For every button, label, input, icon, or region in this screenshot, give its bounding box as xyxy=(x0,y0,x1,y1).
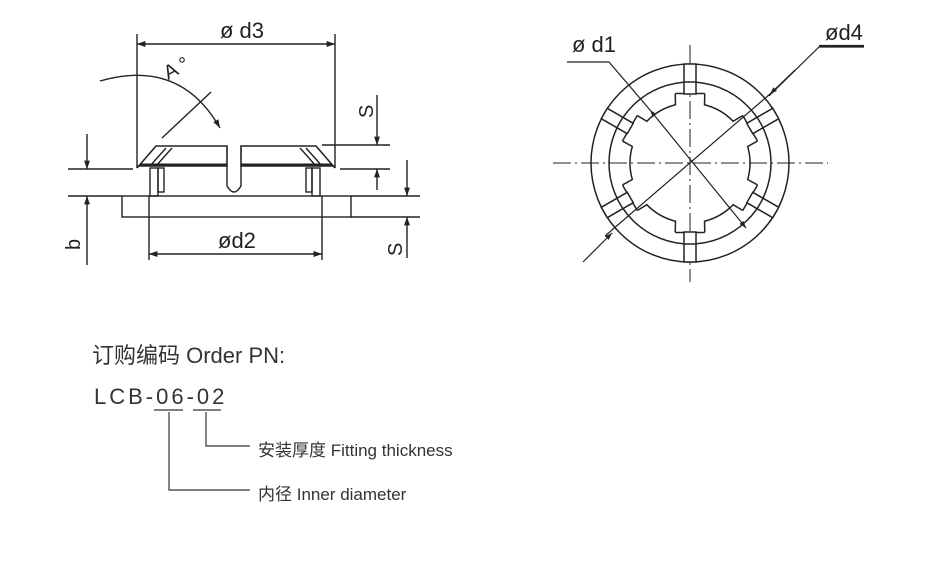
snap-tab xyxy=(600,107,635,135)
d1-leader xyxy=(567,61,651,111)
d4-arrow-bottom xyxy=(582,232,613,263)
b-label: b xyxy=(63,239,85,250)
pin-left xyxy=(157,167,165,193)
legend-inner-diameter: 内径 Inner diameter xyxy=(258,485,407,504)
tab-slot xyxy=(683,63,697,95)
connector-inner-diameter xyxy=(168,412,250,491)
snap-tab xyxy=(745,107,780,135)
d3-label: ø d3 xyxy=(220,18,264,43)
tab-divider xyxy=(616,197,624,210)
snap-tab xyxy=(683,63,697,95)
tab-divider xyxy=(756,116,764,129)
chamfer-line xyxy=(305,147,323,167)
pin-right xyxy=(305,167,313,193)
tab-divider xyxy=(756,197,764,210)
connector-fitting-thickness xyxy=(205,412,250,447)
d4-label: ød4 xyxy=(825,20,863,45)
legend-fitting-thickness: 安装厚度 Fitting thickness xyxy=(258,441,453,460)
tab-slot xyxy=(745,107,780,135)
tab-slot xyxy=(600,107,635,135)
top-view xyxy=(553,44,864,282)
angle-arc xyxy=(99,74,221,129)
tab-slot xyxy=(745,191,780,219)
side-view xyxy=(68,34,420,265)
snap-tab xyxy=(745,191,780,219)
d2-label: ød2 xyxy=(218,228,256,253)
snap-tab xyxy=(600,191,635,219)
snap-tab xyxy=(683,231,697,263)
leg-right xyxy=(311,167,321,197)
chamfer-line xyxy=(155,147,173,167)
order-pn-code: LCB-06-02 xyxy=(94,384,228,409)
d1-dim-line xyxy=(649,109,747,229)
s-top-label: S xyxy=(356,105,378,118)
tab-divider xyxy=(616,116,624,129)
tab-slot xyxy=(683,231,697,263)
d4-leader xyxy=(768,46,864,97)
panel-plate xyxy=(121,195,352,218)
chamfer-line xyxy=(299,147,317,167)
center-slot xyxy=(226,166,242,193)
leg-left xyxy=(149,167,159,197)
d4-dim-line xyxy=(604,93,771,237)
s-bottom-label: S xyxy=(385,243,407,256)
d1-label: ø d1 xyxy=(572,32,616,57)
tab-slot xyxy=(600,191,635,219)
angle-leader xyxy=(161,91,212,139)
order-pn-title: 订购编码 Order PN: xyxy=(92,343,286,368)
d4-arrow-top xyxy=(769,69,796,95)
order-code-connectors xyxy=(154,409,250,491)
chamfer-line xyxy=(149,147,167,167)
